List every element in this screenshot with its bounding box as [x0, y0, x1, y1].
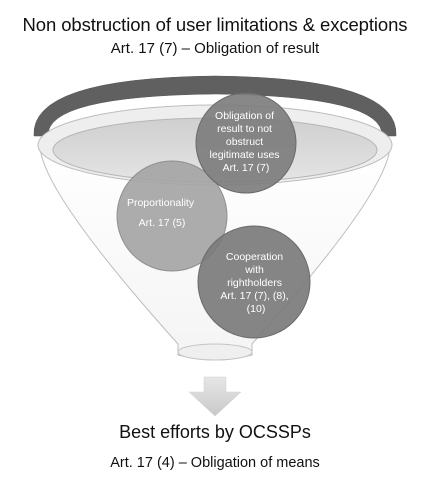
- label-obligation-line: Obligation of: [215, 110, 274, 122]
- label-obligation-line: obstruct: [226, 136, 263, 148]
- circle-obligation: [195, 92, 297, 194]
- label-obligation-line: legitimate uses: [210, 149, 280, 161]
- best-efforts-title: Best efforts by OCSSPs: [119, 422, 311, 442]
- label-proportionality-line: Art. 17 (5): [139, 217, 186, 229]
- label-cooperation-line: with: [244, 264, 264, 276]
- label-obligation-line: Art. 17 (7): [223, 162, 270, 174]
- diagram-subtitle: Art. 17 (7) – Obligation of result: [110, 40, 320, 57]
- label-cooperation-line: Art. 17 (7), (8),: [220, 290, 288, 302]
- label-proportionality: Proportionality Art. 17 (5): [127, 197, 197, 229]
- label-obligation-line: result to not: [217, 123, 272, 135]
- down-arrow: [188, 376, 242, 417]
- label-cooperation-line: Cooperation: [226, 251, 283, 263]
- label-proportionality-line: Proportionality: [127, 197, 195, 209]
- label-cooperation: Cooperation with rightholders Art. 17 (7…: [220, 251, 291, 315]
- funnel-spout: [177, 343, 253, 361]
- circle-proportionality: [116, 160, 228, 272]
- label-obligation: Obligation of result to not obstruct leg…: [210, 110, 283, 174]
- circle-cooperation: [197, 225, 311, 339]
- funnel-rim-arc: [33, 75, 397, 137]
- best-efforts-subtitle: Art. 17 (4) – Obligation of means: [110, 455, 320, 471]
- diagram-title: Non obstruction of user limitations & ex…: [22, 14, 408, 35]
- label-cooperation-line: rightholders: [227, 277, 282, 289]
- label-cooperation-line: (10): [247, 303, 266, 315]
